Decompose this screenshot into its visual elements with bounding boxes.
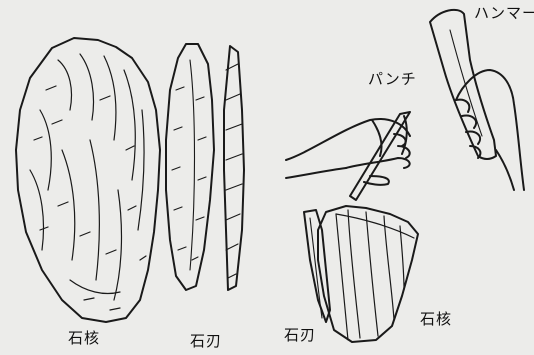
label-blade-right: 石刃 [284, 328, 316, 343]
label-hammer: ハンマー [474, 6, 534, 21]
stone-core-left-drawing [16, 38, 160, 322]
stone-core-right-drawing [304, 206, 418, 342]
stone-blade-front-drawing [166, 44, 214, 290]
stone-blade-side-drawing [224, 46, 244, 290]
punch-and-hand-drawing [286, 112, 410, 200]
hammer-and-hand-drawing [430, 10, 524, 190]
label-blade-left: 石刃 [190, 334, 222, 349]
label-punch: パンチ [368, 72, 417, 87]
label-core-left: 石核 [68, 331, 100, 346]
label-core-right: 石核 [420, 312, 452, 327]
